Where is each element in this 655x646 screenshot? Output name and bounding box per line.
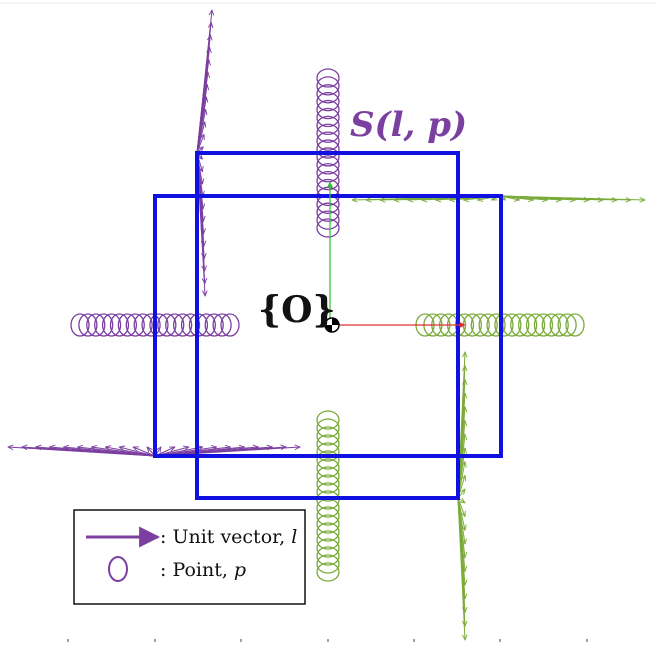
- point-marker: [486, 313, 506, 337]
- point-marker: [70, 313, 90, 337]
- point-marker: [316, 474, 340, 494]
- point-marker: [316, 76, 340, 96]
- point-marker: [180, 313, 201, 337]
- legend-vector-text: : Unit vector, l: [160, 526, 297, 548]
- point-marker: [316, 530, 340, 550]
- point-marker: [109, 313, 130, 337]
- point-marker: [316, 482, 340, 502]
- point-marker: [533, 313, 554, 337]
- point-marker: [125, 313, 145, 337]
- green-fan-bottom: [316, 352, 465, 640]
- point-marker: [316, 210, 340, 230]
- origin-label: {O}: [258, 289, 336, 331]
- point-marker: [316, 554, 340, 574]
- point-marker: [316, 450, 340, 470]
- point-marker: [316, 68, 340, 88]
- unit-vector-arrow: [457, 497, 465, 640]
- point-marker: [316, 218, 340, 238]
- point-marker: [316, 170, 340, 191]
- point-marker: [78, 313, 98, 337]
- point-marker: [316, 426, 340, 446]
- point-marker: [316, 458, 340, 478]
- bottom-axis-ticks: [67, 639, 588, 642]
- point-marker: [141, 313, 161, 337]
- point-marker: [149, 313, 169, 337]
- point-marker: [316, 131, 340, 151]
- point-marker: [316, 418, 340, 438]
- point-marker: [316, 434, 340, 454]
- point-marker: [316, 99, 340, 120]
- point-marker: [316, 562, 340, 582]
- point-marker: [117, 313, 138, 337]
- point-marker: [525, 313, 546, 337]
- purple-fan-top: [196, 10, 340, 296]
- point-marker: [517, 313, 538, 337]
- point-marker: [316, 514, 340, 534]
- point-marker: [94, 313, 114, 337]
- point-marker: [316, 506, 340, 526]
- point-marker: [316, 155, 340, 175]
- point-marker: [316, 147, 340, 167]
- green-fan-right: [352, 195, 645, 337]
- point-marker: [316, 202, 340, 222]
- point-marker: [86, 313, 106, 337]
- point-marker: [316, 522, 340, 542]
- point-marker: [470, 313, 490, 337]
- point-marker: [494, 313, 514, 337]
- point-marker: [101, 313, 122, 337]
- point-marker: [316, 538, 340, 558]
- unit-vector-arrow: [499, 195, 645, 200]
- point-marker: [172, 313, 193, 337]
- point-marker: [316, 466, 340, 486]
- point-marker: [557, 313, 577, 337]
- set-label: S(l, p): [350, 105, 467, 145]
- point-marker: [316, 139, 340, 159]
- origin-marker: [324, 317, 340, 333]
- point-marker: [316, 410, 340, 430]
- point-marker: [549, 313, 569, 337]
- point-marker: [565, 313, 585, 337]
- blue-square-outer: [153, 194, 503, 458]
- unit-vector-arrow: [105, 447, 156, 457]
- legend-point-icon: [108, 556, 128, 582]
- point-marker: [478, 313, 498, 337]
- point-marker: [316, 84, 340, 104]
- point-marker: [510, 313, 530, 337]
- point-marker: [316, 123, 340, 143]
- point-marker: [316, 115, 340, 136]
- point-marker: [212, 313, 232, 337]
- point-marker: [157, 313, 177, 337]
- point-marker: [316, 107, 340, 128]
- point-marker: [316, 498, 340, 518]
- point-marker: [541, 313, 561, 337]
- unit-vector-arrow: [133, 447, 156, 457]
- point-marker: [316, 92, 340, 112]
- point-marker: [133, 313, 153, 337]
- point-marker: [316, 442, 340, 462]
- legend-box: [73, 509, 306, 605]
- point-marker: [316, 546, 340, 566]
- point-marker: [220, 313, 240, 337]
- legend-point-text: : Point, p: [160, 559, 246, 581]
- point-marker: [204, 313, 224, 337]
- point-marker: [165, 313, 185, 337]
- legend: : Unit vector, l : Point, p: [73, 509, 306, 605]
